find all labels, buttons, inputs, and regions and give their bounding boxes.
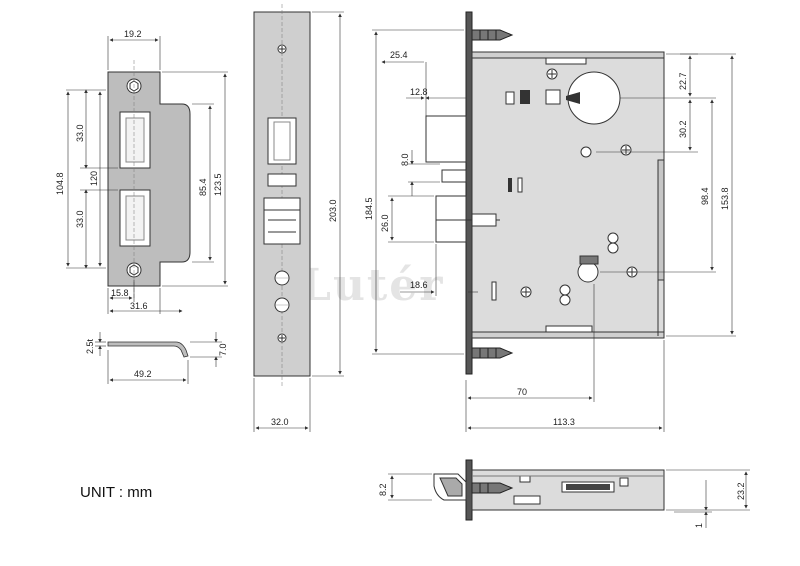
lock-side-view xyxy=(433,459,665,521)
side-screw-icon xyxy=(471,482,514,494)
dim-latch-backset: 25.4 xyxy=(390,50,408,60)
dim-strike-hole-lower: 33.0 xyxy=(75,210,85,228)
faceplate-view xyxy=(253,4,311,386)
dim-faceplate-height: 203.0 xyxy=(328,199,338,222)
dim-strike-height-outer: 104.8 xyxy=(55,172,65,195)
deadbolt-opening xyxy=(263,197,301,245)
dim-faceplate-width: 32.0 xyxy=(271,417,289,427)
lock-faceplate-edge xyxy=(465,11,473,375)
strike-profile-view xyxy=(95,332,222,384)
side-view-dimensions xyxy=(388,469,750,528)
aux-latch xyxy=(441,169,467,183)
cylinder-cam-icon xyxy=(577,261,599,283)
dim-case-width: 113.3 xyxy=(553,417,575,427)
faceplate-dimensions xyxy=(253,11,344,432)
unit-label: UNIT : mm xyxy=(80,484,153,501)
dim-latch-throw: 12.8 xyxy=(410,87,428,97)
strike-plate-body xyxy=(107,71,191,287)
dim-profile-length: 49.2 xyxy=(134,369,152,379)
dim-strike-offset-small: 15.8 xyxy=(111,288,129,298)
aux-latch-opening xyxy=(267,173,297,187)
dim-hub-to-bottom: 98.4 xyxy=(700,187,710,205)
watermark: Lutér xyxy=(300,260,444,311)
mounting-screw-bottom-icon xyxy=(471,347,514,359)
dim-profile-lip-depth: 7.0 xyxy=(218,343,228,356)
dim-lock-overall-height: 184.5 xyxy=(364,197,374,220)
dim-side-latch-height: 8.2 xyxy=(378,483,388,496)
dim-strike-width: 19.2 xyxy=(124,29,142,39)
dim-bolt-offset: 18.6 xyxy=(410,280,428,290)
strike-plate-view xyxy=(107,60,191,300)
dim-strike-lip-height: 85.4 xyxy=(198,178,208,196)
mounting-screw-top-icon xyxy=(471,29,514,41)
dim-aux-height: 8.0 xyxy=(400,153,410,166)
dim-strike-total-height: 123.5 xyxy=(213,173,223,196)
strike-plate-dimensions xyxy=(66,36,228,314)
latch-bolt xyxy=(425,115,467,163)
lock-body-view xyxy=(425,11,665,375)
dim-strike-hole-gap: 120 xyxy=(89,171,99,186)
dim-backset: 70 xyxy=(517,387,527,397)
dim-top-to-hub: 22.7 xyxy=(678,72,688,90)
dim-hub-to-cylinder: 30.2 xyxy=(678,120,688,138)
dim-profile-thickness: 2.5t xyxy=(85,338,95,354)
lock-body-dimensions xyxy=(372,29,736,432)
dim-case-height: 153.8 xyxy=(720,187,730,210)
dim-strike-offset-large: 31.6 xyxy=(130,301,148,311)
dim-strike-hole-upper: 33.0 xyxy=(75,124,85,142)
deadbolt xyxy=(435,195,467,243)
dim-bolt-height: 26.0 xyxy=(380,214,390,232)
dim-side-plate-offset: 1 xyxy=(694,523,704,528)
dim-side-case-depth: 23.2 xyxy=(736,482,746,500)
